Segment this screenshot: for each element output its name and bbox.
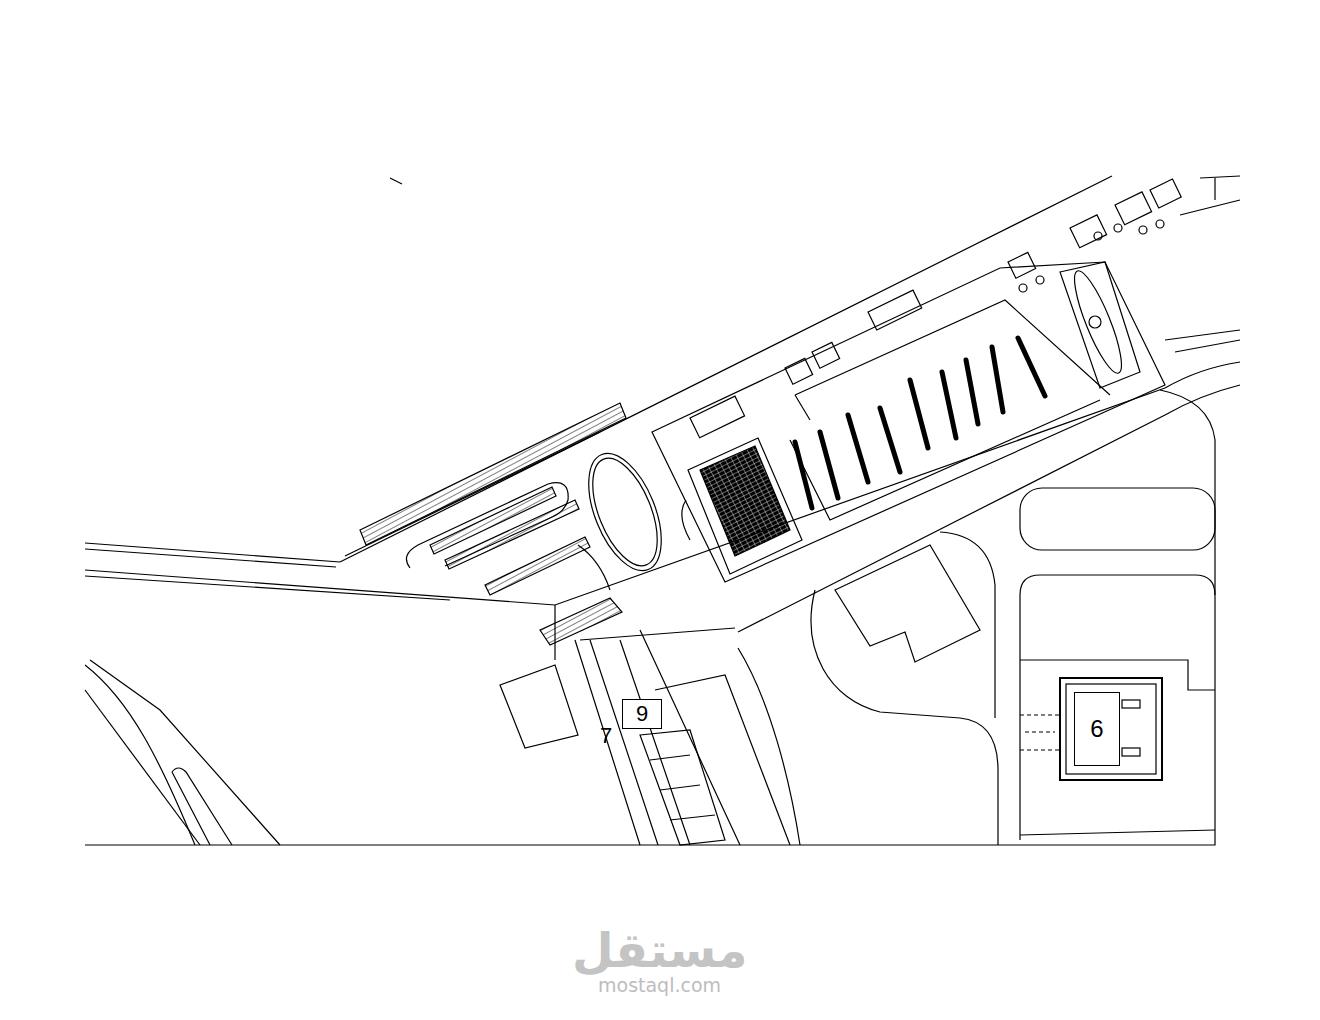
road-edge	[85, 388, 1165, 605]
callout-number: 7	[600, 723, 612, 749]
fixture	[1122, 748, 1140, 756]
block	[1020, 575, 1215, 840]
wall	[795, 395, 810, 420]
wall	[1165, 330, 1240, 352]
building-6-wall	[1066, 684, 1156, 774]
watermark: مستقل	[572, 922, 748, 978]
fixture	[1122, 700, 1140, 708]
plaza	[500, 665, 578, 748]
bridge	[1020, 715, 1060, 750]
wall	[790, 400, 1100, 520]
island	[172, 768, 232, 845]
site-edge	[85, 390, 1215, 845]
road-edge	[85, 576, 450, 600]
block	[650, 755, 715, 820]
coffee-shop	[835, 545, 980, 662]
node-number: 6	[1090, 715, 1103, 743]
building-6-outer	[1060, 678, 1162, 780]
road-edge	[940, 532, 995, 718]
road-edge	[1165, 362, 1240, 388]
road-edge	[85, 665, 195, 845]
stage	[682, 500, 690, 540]
roundabout	[580, 449, 671, 574]
auditorium	[688, 438, 802, 574]
service-rooms	[690, 176, 1240, 438]
roundabout	[574, 443, 676, 580]
room-number-box: 9	[622, 699, 662, 729]
corridor	[575, 630, 740, 845]
wall	[795, 300, 1110, 395]
road-edge	[811, 590, 998, 845]
mark	[390, 178, 402, 184]
road-edge	[85, 690, 200, 845]
parking-row	[485, 537, 590, 595]
kerb	[578, 545, 610, 590]
road-edge	[90, 660, 280, 845]
building-number-box: 6	[1074, 692, 1120, 766]
block	[1020, 660, 1215, 690]
feature	[1066, 267, 1129, 378]
road-edge	[85, 543, 340, 562]
road-edge	[738, 648, 800, 845]
hall	[1060, 262, 1140, 388]
building-outline	[652, 262, 1165, 582]
node-number: 9	[636, 701, 648, 727]
block	[640, 730, 725, 845]
road-edge	[655, 675, 790, 845]
road-edge	[340, 176, 1112, 562]
kerb	[345, 432, 600, 556]
feature	[1089, 316, 1101, 328]
road-edge	[85, 549, 336, 567]
stair	[540, 598, 622, 645]
watermark: mostaql.com	[598, 974, 721, 996]
seating	[700, 446, 790, 556]
block	[1020, 830, 1215, 835]
exhibition-stands	[795, 338, 1045, 508]
block	[1020, 488, 1215, 550]
